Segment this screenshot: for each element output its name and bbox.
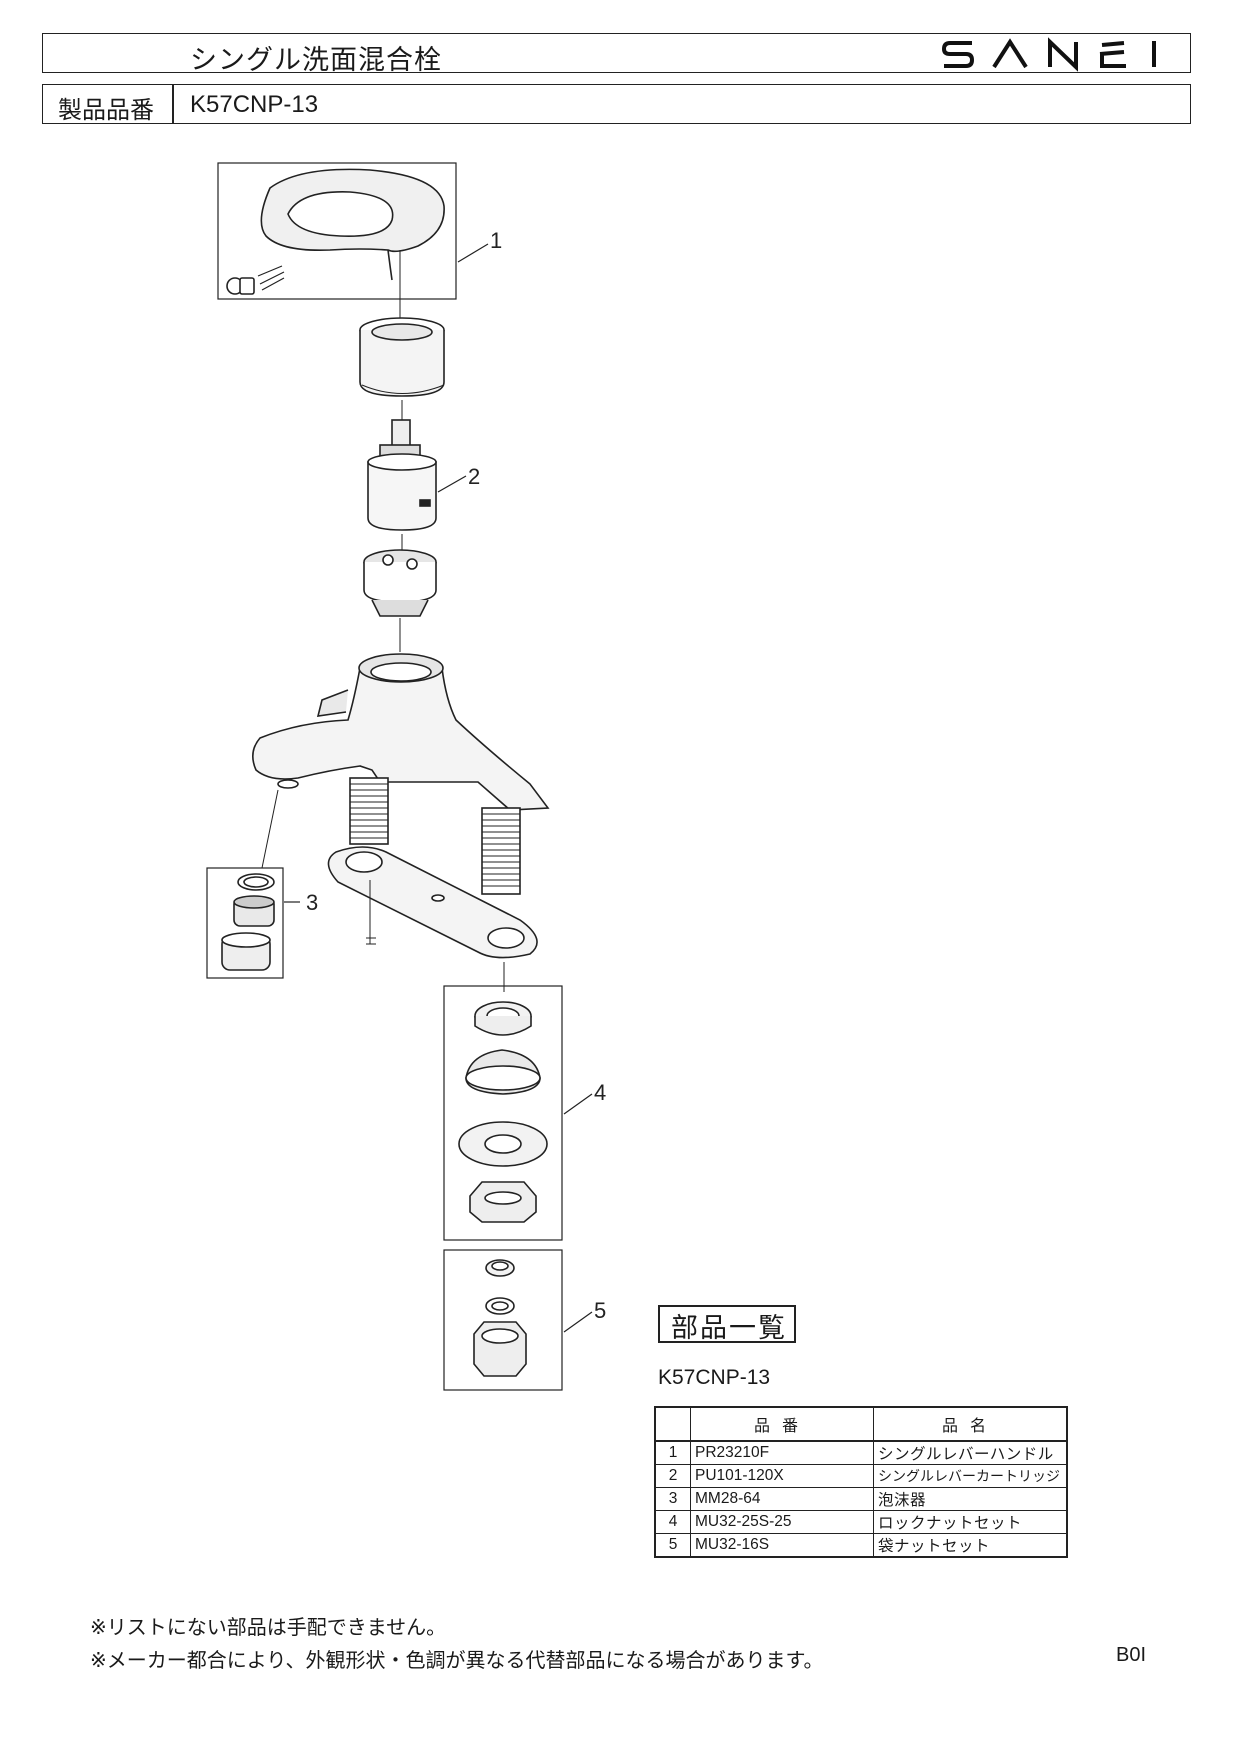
part-code: PR23210F bbox=[690, 1440, 874, 1465]
product-number-value: K57CNP-13 bbox=[190, 91, 319, 118]
product-number-divider bbox=[172, 84, 174, 124]
part-no: 3 bbox=[654, 1487, 691, 1511]
callout-3: 3 bbox=[306, 890, 318, 915]
sanei-logo bbox=[942, 37, 1156, 72]
parts-list-heading-frame bbox=[658, 1305, 796, 1343]
parts-list-model: K57CNP-13 bbox=[658, 1366, 771, 1389]
part-4-frame bbox=[443, 985, 563, 1241]
note-substitute-parts: ※メーカー都合により、外観形状・色調が異なる代替部品になる場合があります。 bbox=[90, 1648, 824, 1672]
part-5-frame bbox=[443, 1249, 563, 1391]
table-row: 1 PR23210F シングルレバーハンドル bbox=[654, 1440, 1068, 1465]
callout-1: 1 bbox=[490, 228, 502, 253]
part-no: 5 bbox=[654, 1533, 691, 1558]
part-code: PU101-120X bbox=[690, 1464, 874, 1488]
part-name: シングルレバーハンドル bbox=[873, 1440, 1068, 1465]
product-number-label: 製品品番 bbox=[58, 96, 154, 124]
part-name: 袋ナットセット bbox=[873, 1533, 1068, 1558]
col-name-header: 品名 bbox=[873, 1406, 1068, 1442]
parts-table-header: 品番 品名 bbox=[654, 1406, 1068, 1442]
col-no-header bbox=[654, 1406, 691, 1442]
part-no: 1 bbox=[654, 1440, 691, 1465]
table-row: 2 PU101-120X シングルレバーカートリッジ bbox=[654, 1464, 1068, 1488]
part-no: 4 bbox=[654, 1510, 691, 1534]
table-row: 4 MU32-25S-25 ロックナットセット bbox=[654, 1510, 1068, 1534]
document-title: シングル洗面混合栓 bbox=[190, 45, 442, 76]
parts-table: 品番 品名 1 PR23210F シングルレバーハンドル 2 PU101-120… bbox=[654, 1406, 1068, 1558]
page-code: B0I bbox=[1116, 1644, 1147, 1666]
part-no: 2 bbox=[654, 1464, 691, 1488]
part-code: MU32-16S bbox=[690, 1533, 874, 1558]
part-code: MU32-25S-25 bbox=[690, 1510, 874, 1534]
col-code-header: 品番 bbox=[690, 1406, 874, 1442]
exploded-parts-diagram: 1 2 3 4 5 bbox=[206, 162, 606, 1391]
part-code: MM28-64 bbox=[690, 1487, 874, 1511]
parts-list-heading: 部品一覧 bbox=[671, 1313, 787, 1344]
table-row: 3 MM28-64 泡沫器 bbox=[654, 1487, 1068, 1511]
part-1-frame bbox=[217, 162, 457, 300]
part-name: ロックナットセット bbox=[873, 1510, 1068, 1534]
part-name: 泡沫器 bbox=[873, 1487, 1068, 1511]
callout-2: 2 bbox=[468, 464, 480, 489]
table-row: 5 MU32-16S 袋ナットセット bbox=[654, 1533, 1068, 1558]
callout-4: 4 bbox=[594, 1080, 606, 1105]
callout-5: 5 bbox=[594, 1298, 606, 1323]
part-3-frame bbox=[206, 867, 284, 979]
title-frame bbox=[42, 33, 1191, 73]
note-not-listed: ※リストにない部品は手配できません。 bbox=[90, 1615, 447, 1639]
part-name: シングルレバーカートリッジ bbox=[873, 1464, 1068, 1488]
product-number-frame bbox=[42, 84, 1191, 124]
